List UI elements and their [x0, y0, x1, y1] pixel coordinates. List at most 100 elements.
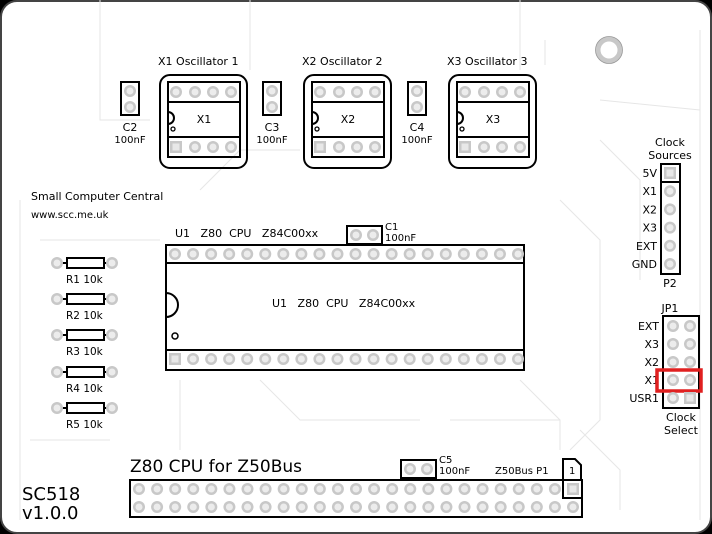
pin-pad [548, 483, 561, 495]
c5-outline [400, 459, 437, 479]
p2-pin [664, 239, 676, 252]
pin-pad [205, 483, 218, 495]
maker-name: Small Computer Central [31, 190, 163, 203]
jumper-row-usr1[interactable]: USR1 [629, 392, 696, 405]
oscillator-title: X2 Oscillator 2 [302, 55, 382, 68]
jp1-outline [662, 315, 700, 409]
oscillator-ref: X3 [486, 113, 501, 126]
pin-pad [512, 501, 525, 513]
p2-pin [664, 203, 676, 216]
jumper-row-ext[interactable]: EXT [638, 320, 696, 333]
copper-traces [19, 0, 701, 520]
resistor-1: R1 10k [51, 257, 118, 286]
oscillator-body [167, 81, 241, 158]
pin-pad [512, 248, 524, 260]
pin-pad [349, 353, 362, 365]
pin-pad [457, 353, 470, 365]
maker-website: www.scc.me.uk [31, 210, 109, 221]
jumper-label: USR1 [629, 392, 659, 405]
board-name: SC518 [22, 484, 80, 505]
pin-pad [51, 329, 63, 341]
pin-pad [189, 86, 201, 98]
capacitor-outline [262, 81, 282, 116]
pin-pad [51, 293, 63, 305]
pin-pad [295, 248, 308, 260]
resistor-label: R1 10k [66, 274, 104, 286]
pin-pad [259, 248, 272, 260]
pin-pad [189, 141, 201, 153]
pin-pad [385, 353, 398, 365]
pin-pad [684, 392, 696, 404]
jumper-row-x3[interactable]: X3 [644, 338, 696, 351]
pin-pad [331, 483, 344, 495]
pin-pad [349, 248, 362, 260]
pin-pad [169, 353, 181, 365]
pin-pad [207, 86, 219, 98]
pin-pad [530, 483, 543, 495]
resistor-4: R4 10k [51, 366, 118, 395]
pin-pad [266, 85, 278, 97]
pin-pad [684, 338, 696, 350]
pin-pad [205, 501, 218, 513]
pin-pad [369, 86, 381, 98]
pin-pad [440, 501, 453, 513]
pin-pad [684, 356, 696, 368]
pin-pad [51, 366, 63, 378]
pin-pad [496, 141, 508, 153]
pin-pad [295, 483, 308, 495]
pin-pad [530, 501, 543, 513]
pin-pad [51, 402, 63, 414]
jumper-row-x2[interactable]: X2 [644, 356, 696, 369]
pin-pad [459, 141, 471, 153]
pin-pad [259, 353, 272, 365]
pin-pad [475, 353, 488, 365]
jumper-row-x1[interactable]: X1 [644, 368, 703, 393]
pin-pad [667, 374, 679, 386]
pin-pad [51, 257, 63, 269]
capacitor-value: 100nF [401, 135, 432, 146]
pin-pad [567, 483, 579, 495]
pin-pad [187, 501, 200, 513]
pin-pad [187, 483, 200, 495]
pin-pad [241, 483, 254, 495]
c1-pad [367, 229, 379, 241]
pin-pad [277, 353, 290, 365]
pin-pad [333, 86, 345, 98]
cpu-pins [169, 229, 524, 365]
resistor-3: R3 10k [51, 329, 118, 358]
capacitor-ref: C4 [410, 121, 425, 134]
pin-pad [170, 141, 182, 153]
pin-pad [277, 501, 290, 513]
pin-pad [421, 353, 434, 365]
pin-pad [667, 338, 679, 350]
pin-pad [223, 353, 236, 365]
cpu-top-label: U1 Z80 CPU Z84C00xx [175, 227, 319, 240]
mounting-hole [595, 36, 623, 64]
jp1-title-2: Select [664, 424, 699, 437]
cpu-notch [165, 292, 179, 318]
pin-pad [514, 141, 526, 153]
mounting-hole-ring [595, 36, 623, 64]
pin-pad [151, 483, 164, 495]
pin-pad [548, 501, 561, 513]
pin-pad [386, 483, 399, 495]
capacitor-outline [407, 81, 427, 116]
pin-pad [241, 353, 254, 365]
pin1-label: 1 [569, 466, 575, 477]
pin-pad [266, 101, 278, 113]
pin-pad [205, 353, 218, 365]
pin-pad [187, 353, 200, 365]
p2-ref: P2 [663, 277, 677, 290]
pin-pad [458, 483, 471, 495]
pin-pad [106, 366, 118, 378]
pin-pad [404, 483, 417, 495]
pin-pad [106, 293, 118, 305]
pin-pad [331, 248, 344, 260]
cpu-center-label: U1 Z80 CPU Z84C00xx [272, 297, 416, 310]
jumper-label: X2 [644, 356, 659, 369]
pin-pad [367, 353, 380, 365]
pin-pad [333, 141, 345, 153]
